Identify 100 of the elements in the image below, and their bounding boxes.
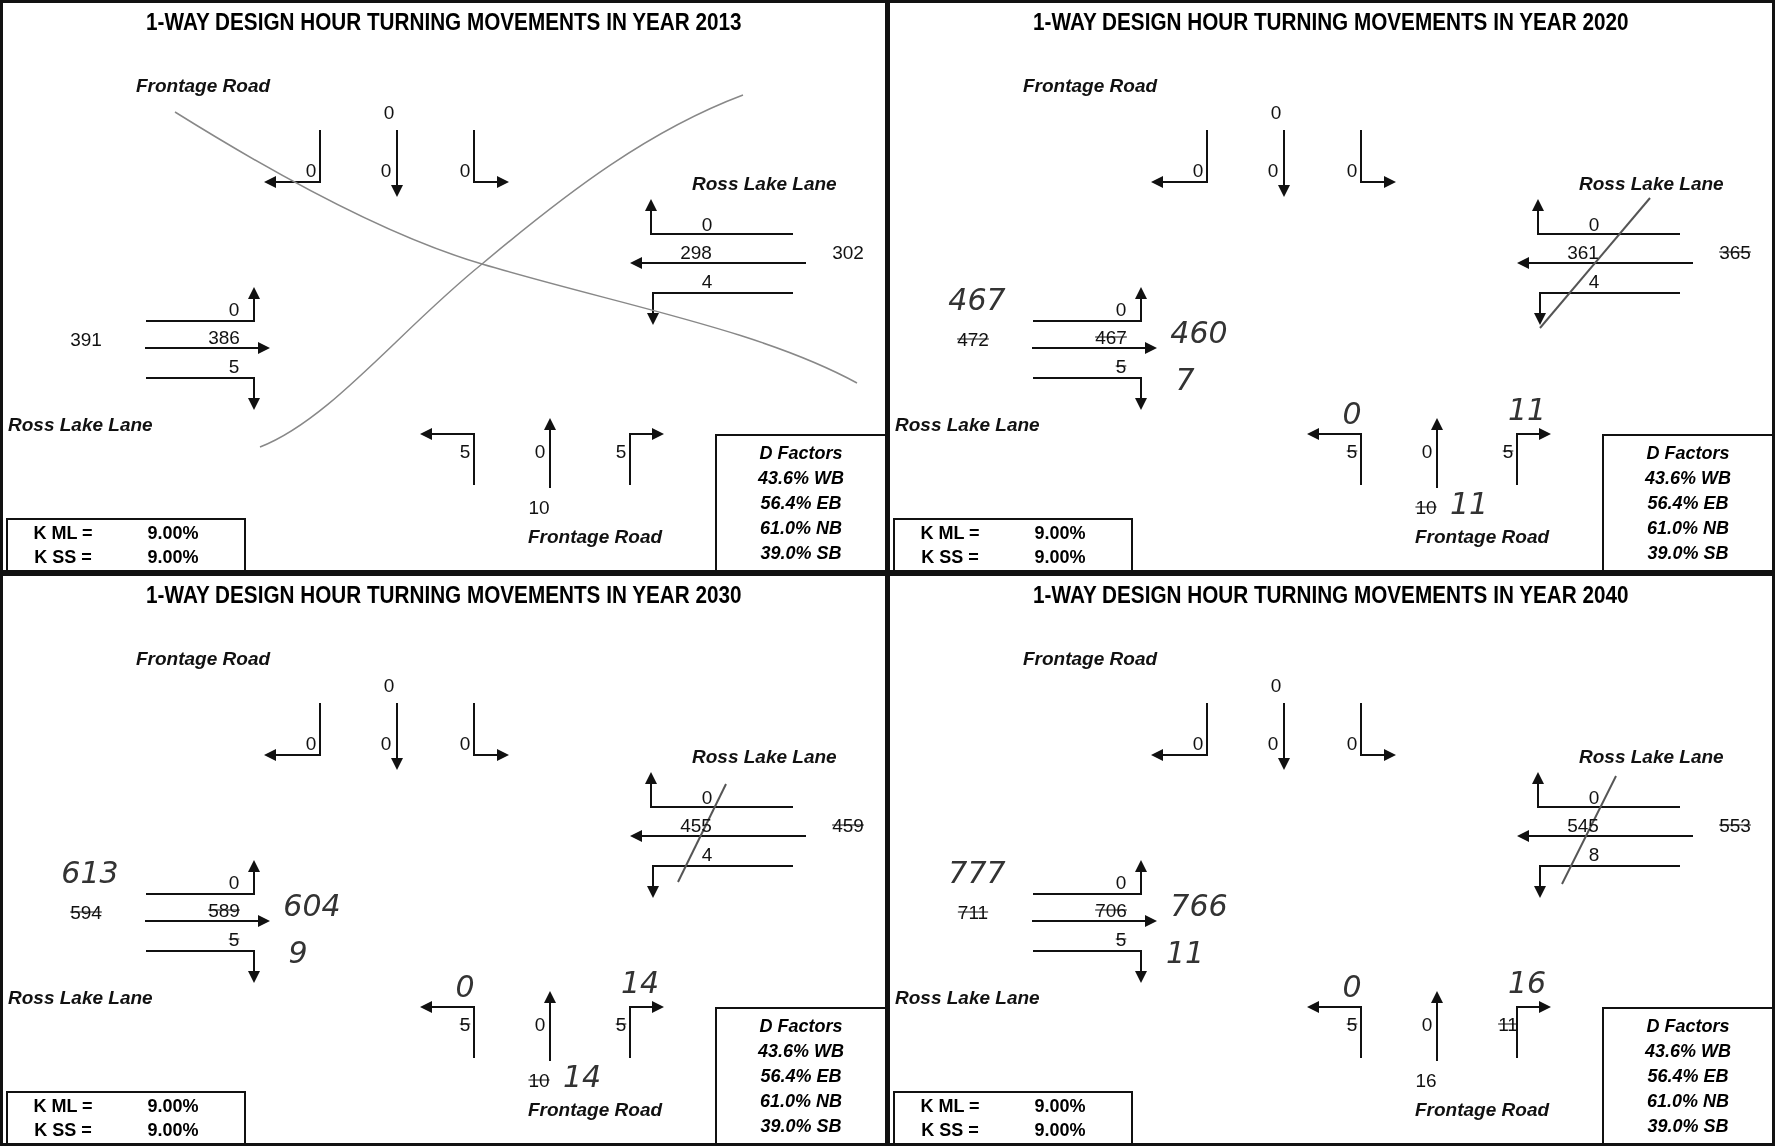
struck-number: 5	[1346, 1014, 1358, 1034]
volume-number: 5	[615, 441, 627, 461]
handwritten-number: 766	[1170, 891, 1228, 921]
handwritten-number: 11	[1449, 489, 1489, 519]
handwritten-number: 0	[1342, 972, 1362, 1002]
k-factor-label: K SS =	[921, 546, 979, 569]
volume-number: 298	[680, 242, 712, 262]
volume-number: 0	[1267, 733, 1279, 753]
d-factor-value: 43.6% WB	[758, 1039, 844, 1063]
volume-number: 0	[380, 160, 392, 180]
handwritten-number: 9	[288, 938, 308, 968]
approach-volume: 0	[1270, 102, 1282, 122]
struck-number: 553	[1719, 815, 1751, 835]
d-factor-value: 43.6% WB	[758, 466, 844, 490]
k-factor-value: 9.00%	[147, 546, 199, 569]
volume-number: 0	[305, 160, 317, 180]
road-name: Frontage Road	[528, 526, 663, 546]
d-factor-value: 39.0% SB	[1647, 1114, 1729, 1138]
handwritten-number: 467	[948, 285, 1006, 315]
k-factor-label: K SS =	[34, 1119, 92, 1142]
panel-title: 1-WAY DESIGN HOUR TURNING MOVEMENTS IN YEAR 2020	[1033, 9, 1629, 36]
d-factor-value: 43.6% WB	[1645, 1039, 1731, 1063]
volume-number: 0	[1346, 733, 1358, 753]
volume-number: 0	[1192, 160, 1204, 180]
k-factor-label: K ML =	[33, 522, 93, 545]
d-factor-box	[1602, 1007, 1772, 1143]
road-name: Ross Lake Lane	[8, 414, 153, 434]
handwritten-number: 0	[455, 972, 475, 1002]
struck-number: 467	[1095, 327, 1127, 347]
approach-volume: 0	[383, 675, 395, 695]
k-factor-box	[893, 1091, 1133, 1143]
handwritten-number: 7	[1175, 365, 1195, 395]
approach-volume: 0	[383, 102, 395, 122]
handwritten-number: 460	[1170, 318, 1228, 348]
volume-number: 0	[459, 160, 471, 180]
k-factor-label: K ML =	[33, 1095, 93, 1118]
road-name: Ross Lake Lane	[895, 414, 1040, 434]
d-factor-value: 39.0% SB	[1647, 541, 1729, 565]
road-name: Ross Lake Lane	[1579, 173, 1724, 193]
struck-number: 706	[1095, 900, 1127, 920]
road-name: Frontage Road	[1415, 526, 1550, 546]
struck-number: 10	[528, 1070, 550, 1090]
struck-number: 5	[459, 1014, 471, 1034]
volume-number: 0	[228, 299, 240, 319]
d-factor-box	[715, 1007, 885, 1143]
k-factor-box	[6, 1091, 246, 1143]
d-factor-value: 56.4% EB	[1647, 491, 1729, 515]
d-factors-heading: D Factors	[1646, 441, 1730, 465]
struck-number: 5	[1115, 356, 1127, 376]
volume-number: 0	[459, 733, 471, 753]
struck-number: 594	[70, 902, 102, 922]
volume-number: 0	[1421, 441, 1433, 461]
d-factor-value: 61.0% NB	[1646, 1089, 1729, 1113]
k-factor-label: K ML =	[920, 1095, 980, 1118]
handwritten-number: 777	[948, 858, 1006, 888]
volume-number: 4	[701, 271, 713, 291]
d-factor-value: 39.0% SB	[760, 541, 842, 565]
approach-volume: 391	[70, 329, 102, 349]
volume-number: 0	[701, 787, 713, 807]
road-name: Frontage Road	[1023, 648, 1158, 668]
volume-number: 361	[1567, 242, 1599, 262]
road-name: Frontage Road	[528, 1099, 663, 1119]
d-factor-value: 43.6% WB	[1645, 466, 1731, 490]
road-name: Ross Lake Lane	[895, 987, 1040, 1007]
volume-number: 0	[1115, 872, 1127, 892]
struck-number: 5	[1346, 441, 1358, 461]
volume-number: 0	[1421, 1014, 1433, 1034]
struck-number: 5	[1115, 929, 1127, 949]
k-factor-value: 9.00%	[147, 1119, 199, 1142]
k-factor-label: K SS =	[34, 546, 92, 569]
handwritten-number: 613	[61, 858, 119, 888]
volume-number: 0	[1192, 733, 1204, 753]
d-factors-heading: D Factors	[759, 1014, 843, 1038]
road-name: Frontage Road	[136, 648, 271, 668]
volume-number: 0	[1115, 299, 1127, 319]
handwritten-number: 14	[562, 1062, 602, 1092]
handwritten-number: 0	[1342, 399, 1362, 429]
struck-number: 5	[615, 1014, 627, 1034]
road-name: Ross Lake Lane	[692, 173, 837, 193]
k-factor-value: 9.00%	[1034, 546, 1086, 569]
volume-number: 0	[305, 733, 317, 753]
road-name: Frontage Road	[1415, 1099, 1550, 1119]
k-factor-value: 9.00%	[1034, 522, 1086, 545]
d-factor-value: 61.0% NB	[759, 1089, 842, 1113]
road-name: Frontage Road	[136, 75, 271, 95]
volume-number: 0	[1267, 160, 1279, 180]
volume-number: 386	[208, 327, 240, 347]
d-factor-box	[715, 434, 885, 570]
k-factor-value: 9.00%	[147, 1095, 199, 1118]
road-name: Frontage Road	[1023, 75, 1158, 95]
d-factor-value: 61.0% NB	[759, 516, 842, 540]
d-factor-value: 56.4% EB	[760, 1064, 842, 1088]
struck-number: 10	[1415, 497, 1437, 517]
k-factor-box	[6, 518, 246, 570]
panel-title: 1-WAY DESIGN HOUR TURNING MOVEMENTS IN YEAR 2040	[1033, 582, 1629, 609]
volume-number: 0	[1346, 160, 1358, 180]
d-factor-value: 61.0% NB	[1646, 516, 1729, 540]
road-name: Ross Lake Lane	[692, 746, 837, 766]
volume-number: 5	[459, 441, 471, 461]
handwritten-number: 604	[283, 891, 341, 921]
